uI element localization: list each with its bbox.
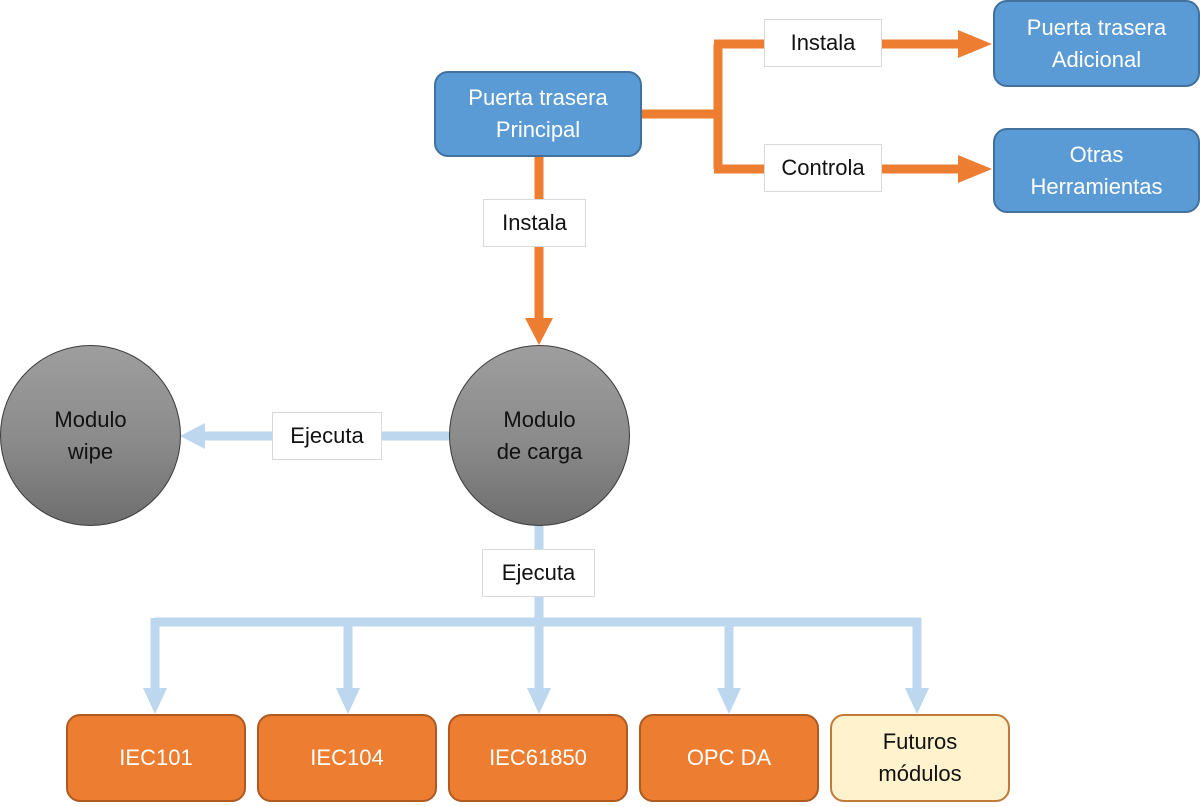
edge-label-main-to-tools: Controla [764, 144, 882, 192]
node-main-backdoor-label: Puerta trasera Principal [468, 85, 608, 142]
node-additional-backdoor[interactable]: Puerta trasera Adicional [993, 0, 1200, 87]
node-wipe-module-label: Modulo wipe [54, 406, 127, 464]
node-other-tools-label: Otras Herramientas [1030, 141, 1163, 199]
blue-arrowheads [143, 423, 929, 714]
node-module-label: IEC101 [119, 745, 193, 770]
node-module-label: IEC104 [310, 745, 384, 770]
node-module-future[interactable]: Futuros módulos [830, 714, 1010, 802]
node-loader-module-label: Modulo de carga [496, 406, 583, 464]
node-loader-module[interactable]: Modulo de carga [449, 345, 630, 526]
arrowhead-additional [958, 30, 992, 58]
node-module-label: Futuros módulos [878, 729, 962, 786]
orange-arrowheads [525, 30, 992, 345]
arrowhead-module-3 [527, 688, 551, 714]
edge-label-text: Instala [502, 210, 567, 235]
edge-label-text: Controla [781, 155, 865, 180]
node-module-iec61850[interactable]: IEC61850 [448, 714, 628, 802]
edge-label-text: Ejecuta [501, 560, 576, 585]
edge-label-loader-to-modules: Ejecuta [482, 549, 595, 597]
edge-label-main-to-additional: Instala [764, 19, 882, 67]
node-module-opc-da[interactable]: OPC DA [639, 714, 819, 802]
node-additional-backdoor-label: Puerta trasera Adicional [1026, 14, 1167, 72]
edge-label-main-to-loader: Instala [483, 199, 586, 247]
edge-label-text: Ejecuta [290, 423, 364, 448]
node-module-label: IEC61850 [489, 745, 587, 770]
arrowhead-tools [958, 155, 992, 183]
node-wipe-module[interactable]: Modulo wipe [0, 345, 181, 526]
arrowhead-module-1 [143, 688, 167, 714]
node-module-label: OPC DA [686, 745, 772, 770]
node-module-iec101[interactable]: IEC101 [66, 714, 246, 802]
node-other-tools[interactable]: Otras Herramientas [993, 128, 1200, 213]
arrowhead-module-5 [905, 688, 929, 714]
edge-label-text: Instala [790, 30, 856, 55]
edge-label-loader-to-wipe: Ejecuta [272, 412, 382, 460]
node-module-iec104[interactable]: IEC104 [257, 714, 437, 802]
arrowhead-wipe [180, 423, 205, 449]
node-main-backdoor[interactable]: Puerta trasera Principal [434, 71, 642, 157]
arrowhead-module-2 [336, 688, 360, 714]
arrowhead-module-4 [717, 688, 741, 714]
arrowhead-loader [525, 318, 553, 345]
